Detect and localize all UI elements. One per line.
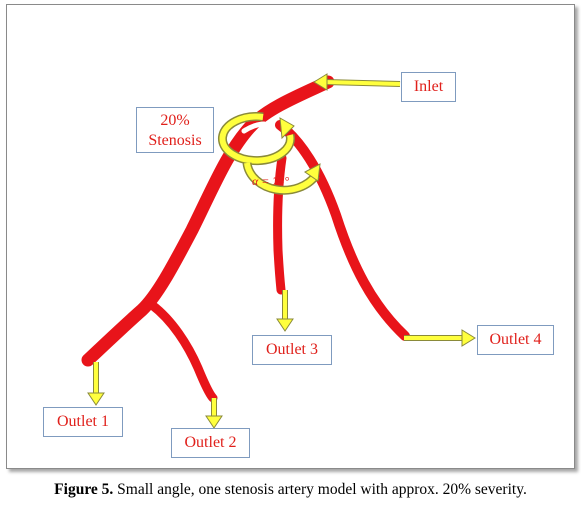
inlet-label: Inlet — [401, 72, 456, 102]
angle-label: α = 75° — [252, 174, 289, 188]
outlet-3-label: Outlet 3 — [252, 335, 332, 365]
outlet-4-label: Outlet 4 — [477, 325, 554, 355]
stenosis-label-percent: 20% — [160, 112, 190, 129]
figure-caption: Figure 5. Small angle, one stenosis arte… — [0, 481, 581, 499]
branch-outlet-3 — [273, 153, 287, 295]
inlet-label-text: Inlet — [413, 78, 444, 95]
artery-model — [81, 75, 410, 403]
inlet-arrow — [313, 73, 401, 91]
figure-frame — [6, 4, 575, 469]
outlet-1-arrow — [87, 362, 105, 406]
branch-outlet-4 — [275, 120, 410, 341]
outlet-4-label-text: Outlet 4 — [489, 331, 542, 348]
outlet-1-label-text: Outlet 1 — [57, 413, 109, 430]
outlet-1-label: Outlet 1 — [43, 407, 123, 437]
stenosis-arrow-head — [279, 117, 295, 140]
main-artery-trunk — [81, 75, 335, 367]
stenosis-label-word: Stenosis — [148, 132, 202, 149]
branch-outlet-2 — [147, 300, 218, 403]
outlet-3-label-text: Outlet 3 — [266, 341, 318, 358]
outlet-4-arrow — [404, 329, 476, 347]
outlet-3-arrow — [276, 290, 294, 332]
figure-number: Figure 5. — [54, 481, 114, 498]
angle-circular-arrow — [242, 162, 321, 195]
outlet-2-label: Outlet 2 — [171, 428, 250, 458]
stenosis-narrowing — [241, 121, 267, 134]
stenosis-label: 20% Stenosis — [136, 107, 214, 153]
outlet-2-arrow — [205, 398, 223, 429]
outlet-2-label-text: Outlet 2 — [184, 434, 237, 451]
caption-text: Small angle, one stenosis artery model w… — [113, 481, 527, 498]
artery-diagram: α = 75° — [81, 73, 476, 429]
angle-arrow-head — [304, 163, 321, 182]
stenosis-circular-arrow — [218, 112, 295, 166]
